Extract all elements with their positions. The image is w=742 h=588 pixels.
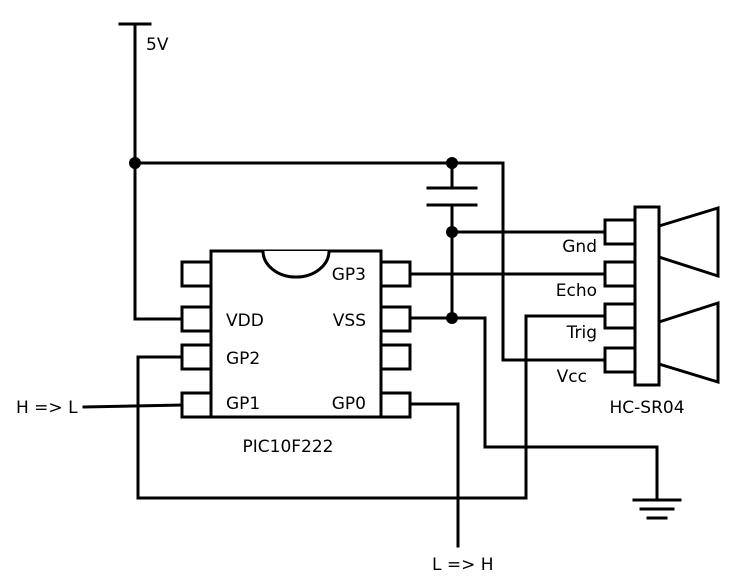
- output-signal: L => H: [408, 402, 494, 575]
- pin-label-gp3: GP3: [332, 265, 366, 285]
- ic-pin-vss: [379, 305, 412, 333]
- ic-pin-vdd: [180, 305, 213, 333]
- ic-pin-gp0: [379, 391, 412, 419]
- output-signal-label: L => H: [432, 555, 494, 575]
- ic-part-label: PIC10F222: [243, 437, 334, 457]
- sensor-pin-vcc: [603, 346, 637, 374]
- supply-label: 5V: [146, 35, 169, 55]
- pic10f222-chip: VDD GP2 GP1 GP3 VSS GP0 PIC10F222: [180, 249, 412, 457]
- sensor-body: [633, 205, 661, 387]
- sensor-pin-echo: [603, 260, 637, 288]
- ground-net: [408, 316, 682, 520]
- ic-pin-gp1: [180, 391, 213, 419]
- sensor-pin-label-echo: Echo: [556, 281, 597, 301]
- pin-label-gp0: GP0: [332, 394, 366, 414]
- transducer-icon: [657, 205, 720, 279]
- sensor-pin-label-trig: Trig: [566, 323, 597, 343]
- transducer-icon: [657, 300, 720, 385]
- sensor-pin-trig: [603, 302, 637, 330]
- junction-dot: [129, 157, 141, 169]
- supply-5v: 5V: [118, 22, 169, 321]
- pin-label-gp2: GP2: [226, 349, 260, 369]
- hc-sr04-sensor: Gnd Echo Trig Vcc HC-SR04: [556, 205, 720, 418]
- ic-notch: [261, 250, 331, 279]
- trig-net: [136, 314, 607, 500]
- ic-pin-nc: [180, 260, 213, 288]
- sensor-pin-label-vcc: Vcc: [557, 367, 587, 387]
- decoupling-capacitor: [426, 161, 607, 324]
- pin-label-vdd: VDD: [226, 311, 264, 331]
- ic-pin-gp2: [180, 343, 213, 371]
- sensor-part-label: HC-SR04: [609, 398, 684, 418]
- input-signal-label: H => L: [16, 398, 78, 418]
- sensor-pin-label-gnd: Gnd: [562, 237, 597, 257]
- input-signal: H => L: [16, 398, 184, 418]
- ic-pin-gp3: [379, 260, 412, 288]
- pin-label-gp1: GP1: [226, 394, 260, 414]
- top-rail: [129, 157, 607, 362]
- sensor-pin-gnd: [603, 218, 637, 246]
- ic-pin-nc: [379, 343, 412, 371]
- pin-label-vss: VSS: [333, 311, 366, 331]
